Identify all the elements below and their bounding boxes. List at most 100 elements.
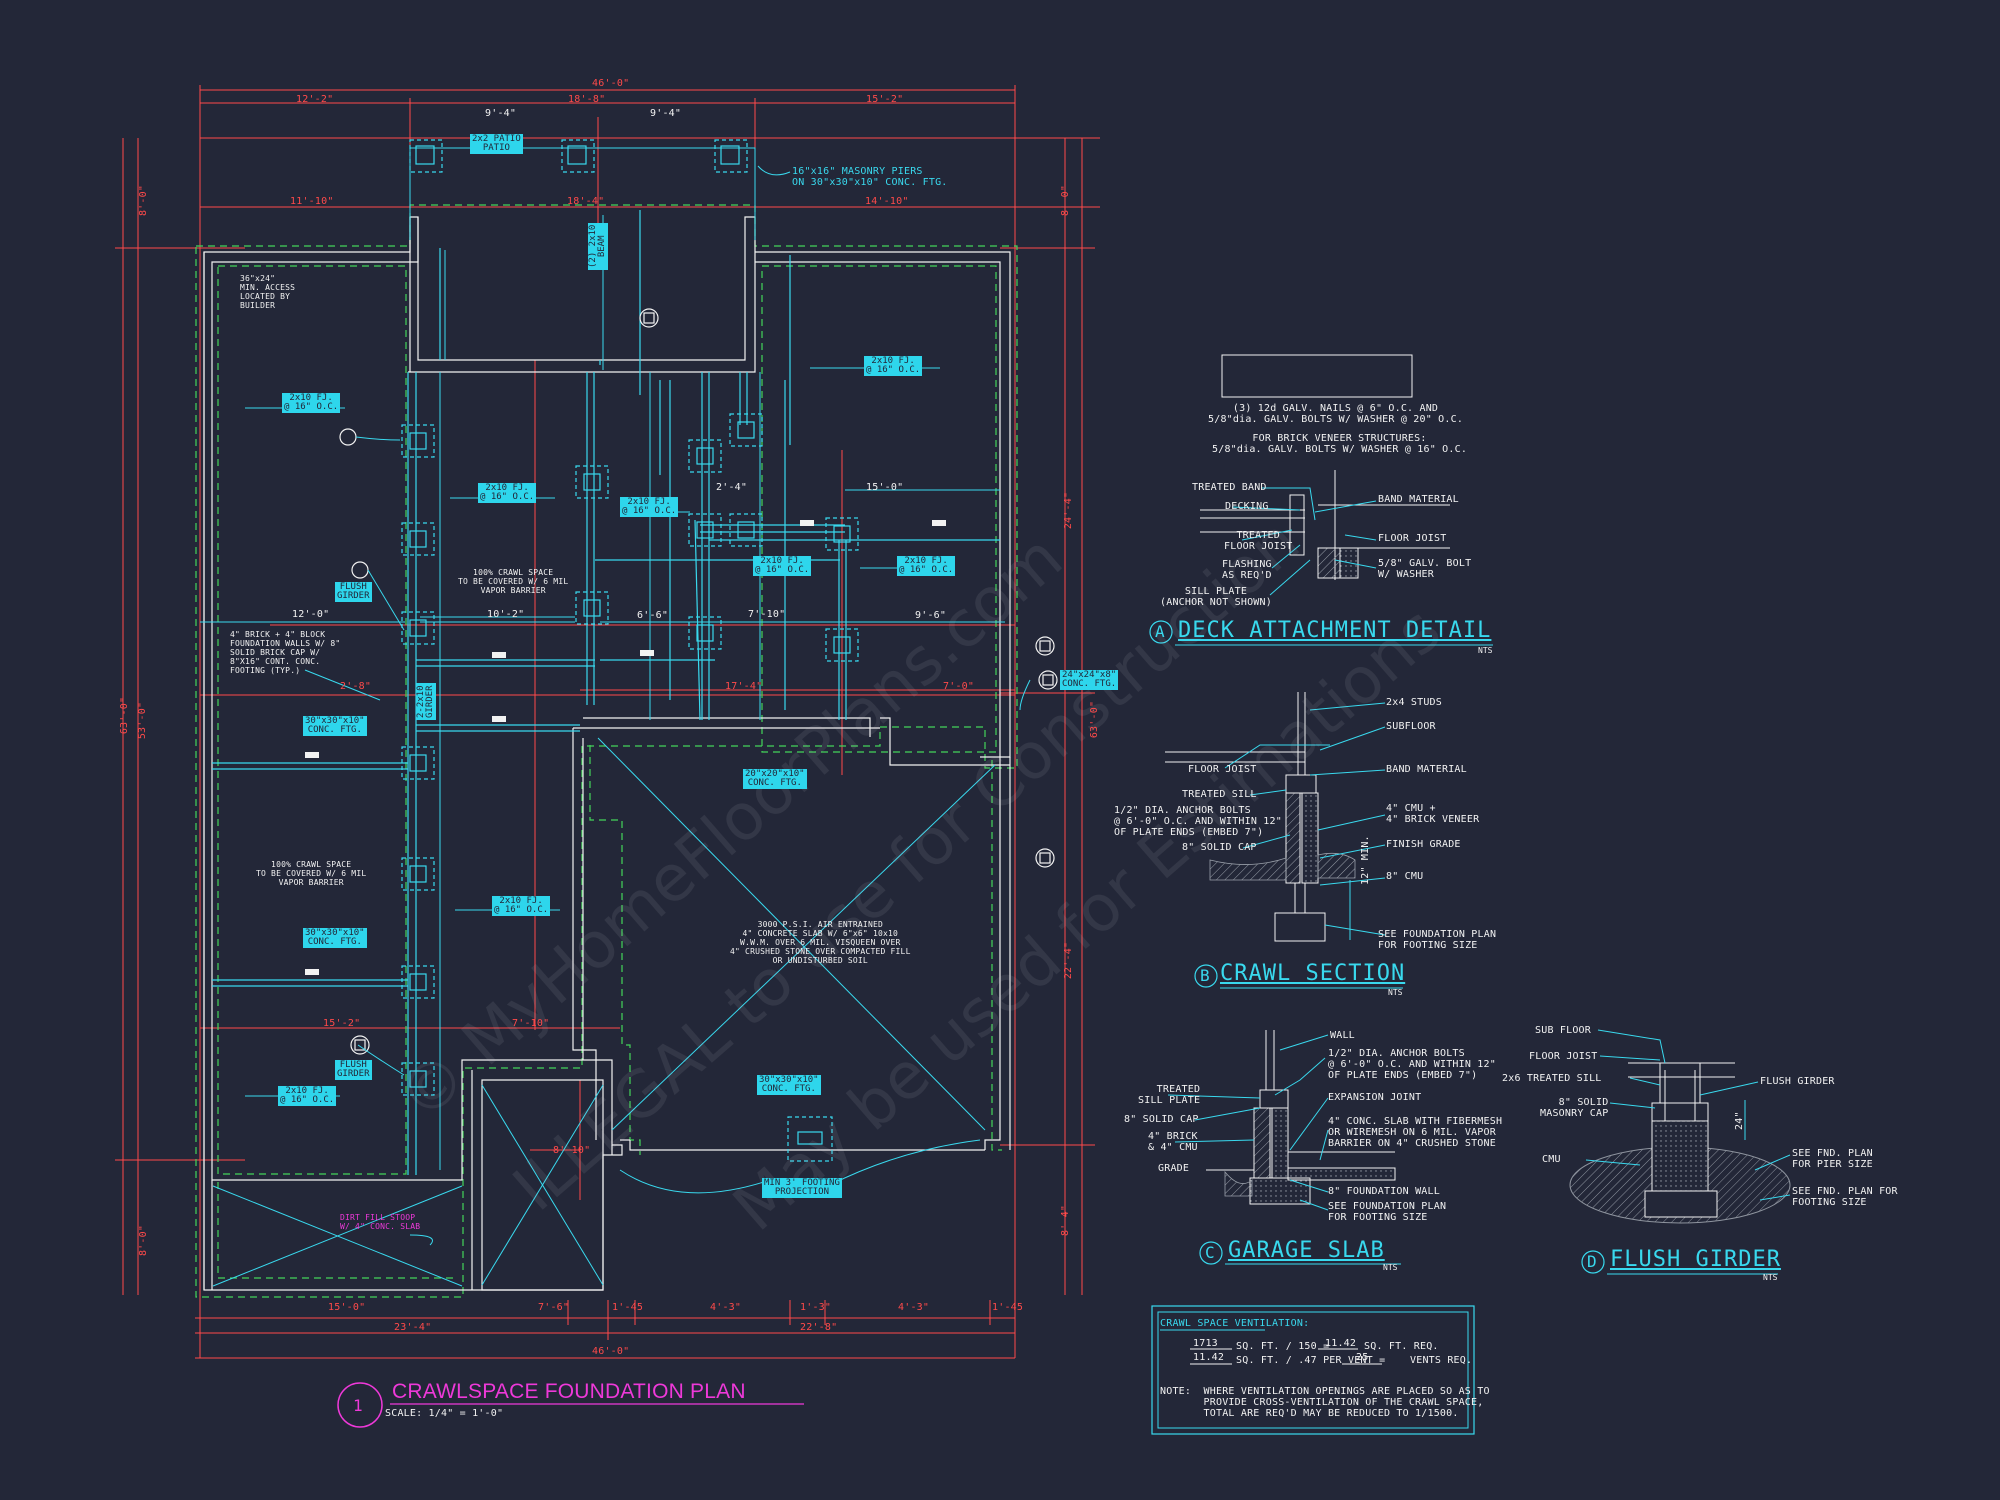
detail-c-drawing bbox=[1206, 1030, 1396, 1205]
detail-d-flush-girder: FLUSH GIRDER bbox=[1760, 1076, 1835, 1087]
note-stoop: DIRT FILL STOOP W/ 4" CONC. SLAB bbox=[340, 1213, 421, 1231]
plan-number-circle bbox=[337, 1382, 383, 1428]
detail-d-masonry-cap: 8" SOLID MASONRY CAP bbox=[1540, 1097, 1609, 1119]
dim-under-patio-mid: 18'-4" bbox=[567, 196, 605, 207]
dim-top-mid: 18'-8" bbox=[568, 94, 606, 105]
note-crawl-bottom: 100% CRAWL SPACE TO BE COVERED W/ 6 MIL … bbox=[256, 860, 367, 887]
detail-c-found-wall: 8" FOUNDATION WALL bbox=[1328, 1186, 1440, 1197]
tag-joist-g: 2x10 FJ. @ 16" O.C. bbox=[492, 896, 551, 916]
note-foundation-wall: 4" BRICK + 4" BLOCK FOUNDATION WALLS W/ … bbox=[230, 630, 341, 675]
dim-bottom-b: 22'-8" bbox=[800, 1322, 838, 1333]
ventilation-r2-d: VENTS REQ. bbox=[1410, 1355, 1473, 1366]
tag-joist-a: 2x10 FJ. @ 16" O.C. bbox=[282, 393, 341, 413]
dim-15-0: 15'-0" bbox=[866, 482, 904, 493]
dim-7-0: 7'-0" bbox=[943, 681, 975, 692]
detail-b-studs: 2x4 STUDS bbox=[1386, 697, 1442, 708]
plan-scale: SCALE: 1/4" = 1'-0" bbox=[385, 1408, 504, 1419]
detail-a-floor-joist: FLOOR JOIST bbox=[1378, 533, 1447, 544]
dim-under-patio-right: 14'-10" bbox=[865, 196, 909, 207]
ventilation-note: NOTE: WHERE VENTILATION OPENINGS ARE PLA… bbox=[1160, 1386, 1490, 1419]
detail-a-band-material: BAND MATERIAL bbox=[1378, 494, 1459, 505]
tag-joist-d: 2x10 FJ. @ 16" O.C. bbox=[753, 556, 812, 576]
detail-b-subfloor: SUBFLOOR bbox=[1386, 721, 1436, 732]
detail-d-nts: NTS bbox=[1763, 1273, 1778, 1282]
vents bbox=[305, 520, 946, 975]
ventilation-box-inner bbox=[1157, 1311, 1469, 1429]
tag-joist-e: 2x10 FJ. @ 16" O.C. bbox=[897, 556, 956, 576]
detail-c-sill: TREATED SILL PLATE bbox=[1138, 1084, 1201, 1106]
detail-d-marker bbox=[1581, 1250, 1605, 1274]
dim-right-overall: 63'-0" bbox=[1089, 700, 1101, 739]
dim-right-bottom: 8'-4" bbox=[1060, 1204, 1072, 1237]
dim-7-10b: 7'-10" bbox=[512, 1018, 550, 1029]
ventilation-r2-a: 11.42 bbox=[1193, 1352, 1225, 1363]
detail-c-solid-cap: 8" SOLID CAP bbox=[1124, 1114, 1199, 1125]
detail-c-leaders bbox=[1167, 1034, 1329, 1211]
detail-a-label: A bbox=[1155, 622, 1165, 641]
detail-d-label: D bbox=[1587, 1252, 1597, 1271]
detail-c-marker bbox=[1199, 1241, 1223, 1265]
detail-c-label: C bbox=[1205, 1243, 1215, 1262]
detail-b-solid-cap: 8" SOLID CAP bbox=[1182, 842, 1257, 853]
detail-d-cmu: CMU bbox=[1542, 1154, 1561, 1165]
dim-patio-b: 9'-4" bbox=[650, 108, 682, 119]
ventilation-r1-a: 1713 bbox=[1193, 1338, 1218, 1349]
tag-girder-b: FLUSH GIRDER bbox=[335, 1060, 372, 1080]
note-masonry-piers: 16"x16" MASONRY PIERS ON 30"x30"x10" CON… bbox=[792, 166, 948, 188]
detail-b-drawing bbox=[1165, 692, 1326, 942]
tag-ftg-e: 30"x30"x10" CONC. FTG. bbox=[757, 1075, 821, 1095]
dim-2-4: 2'-4" bbox=[716, 482, 748, 493]
detail-b-leaders bbox=[1224, 702, 1386, 940]
detail-b-cmu-brick: 4" CMU + 4" BRICK VENEER bbox=[1386, 803, 1480, 825]
ventilation-r1-c: 11.42 bbox=[1325, 1338, 1357, 1349]
detail-c-grade: GRADE bbox=[1158, 1163, 1190, 1174]
detail-c-title: GARAGE SLAB bbox=[1228, 1238, 1385, 1263]
detail-a-treated-band: TREATED BAND bbox=[1192, 482, 1267, 493]
detail-b-see-plan: SEE FOUNDATION PLAN FOR FOOTING SIZE bbox=[1378, 929, 1497, 951]
detail-a-nts: NTS bbox=[1478, 646, 1493, 655]
dim-left-inner: 53'-0" bbox=[137, 701, 149, 740]
note-crawl-top: 100% CRAWL SPACE TO BE COVERED W/ 6 MIL … bbox=[458, 568, 569, 595]
dim-bottom-c7: 1'-45 bbox=[992, 1302, 1024, 1313]
detail-a-sill-plate: SILL PLATE (ANCHOR NOT SHOWN) bbox=[1160, 586, 1272, 608]
dim-bottom-overall: 46'-0" bbox=[592, 1346, 630, 1357]
dim-bottom-c2: 7'-6" bbox=[538, 1302, 570, 1313]
dim-patio-a: 9'-4" bbox=[485, 108, 517, 119]
dim-10-2: 10'-2" bbox=[487, 609, 525, 620]
detail-b-cmu8: 8" CMU bbox=[1386, 871, 1424, 882]
dim-9-6: 9'-6" bbox=[915, 610, 947, 621]
ventilation-r1-d: SQ. FT. REQ. bbox=[1364, 1341, 1439, 1352]
detail-a-veneer: FOR BRICK VENEER STRUCTURES: 5/8"dia. GA… bbox=[1212, 433, 1468, 455]
dim-right-top: 8'-0" bbox=[1060, 184, 1072, 217]
dim-15-2: 15'-2" bbox=[323, 1018, 361, 1029]
dimension-lines bbox=[115, 85, 1100, 1359]
tag-girder-a: FLUSH GIRDER bbox=[335, 582, 372, 602]
dim-17-4: 17'-4" bbox=[725, 681, 763, 692]
tag-ftg-b: 30"x30"x10" CONC. FTG. bbox=[303, 928, 367, 948]
detail-d-dim24: 24" bbox=[1734, 1111, 1745, 1130]
detail-a-treated-joist: TREATED FLOOR JOIST bbox=[1224, 530, 1293, 552]
detail-a-drawing bbox=[1200, 354, 1450, 580]
detail-c-anchor: 1/2" DIA. ANCHOR BOLTS @ 6'-0" O.C. AND … bbox=[1328, 1048, 1496, 1081]
note-slab: 3000 P.S.I. AIR ENTRAINED 4" CONCRETE SL… bbox=[730, 920, 911, 965]
detail-c-wall: WALL bbox=[1330, 1030, 1355, 1041]
detail-b-treated-sill: TREATED SILL bbox=[1182, 789, 1257, 800]
ventilation-r2-c: 25 bbox=[1356, 1352, 1369, 1363]
detail-d-treated-sill: 2x6 TREATED SILL bbox=[1502, 1073, 1602, 1084]
dim-top-left: 12'-2" bbox=[296, 94, 334, 105]
detail-b-grade bbox=[1209, 857, 1287, 881]
detail-d-leaders bbox=[1585, 1029, 1791, 1201]
tag-patio: 2x2 PATIO PATIO bbox=[470, 134, 523, 154]
detail-c-see-plan: SEE FOUNDATION PLAN FOR FOOTING SIZE bbox=[1328, 1201, 1447, 1223]
detail-b-min12: 12" MIN. bbox=[1360, 835, 1371, 885]
dim-bottom-c6: 4'-3" bbox=[898, 1302, 930, 1313]
detail-a-bolt: 5/8" GALV. BOLT W/ WASHER bbox=[1378, 558, 1472, 580]
tag-joist-b: 2x10 FJ. @ 16" O.C. bbox=[478, 483, 537, 503]
dim-left-bottom: 8'-0" bbox=[138, 1224, 150, 1257]
detail-b-label: B bbox=[1200, 966, 1210, 985]
dim-8-10: 8'-10" bbox=[553, 1145, 591, 1156]
dim-right-mid-a: 24'-4" bbox=[1063, 491, 1075, 530]
detail-b-band-material: BAND MATERIAL bbox=[1386, 764, 1467, 775]
dim-left-overall: 63'-0" bbox=[119, 696, 131, 735]
